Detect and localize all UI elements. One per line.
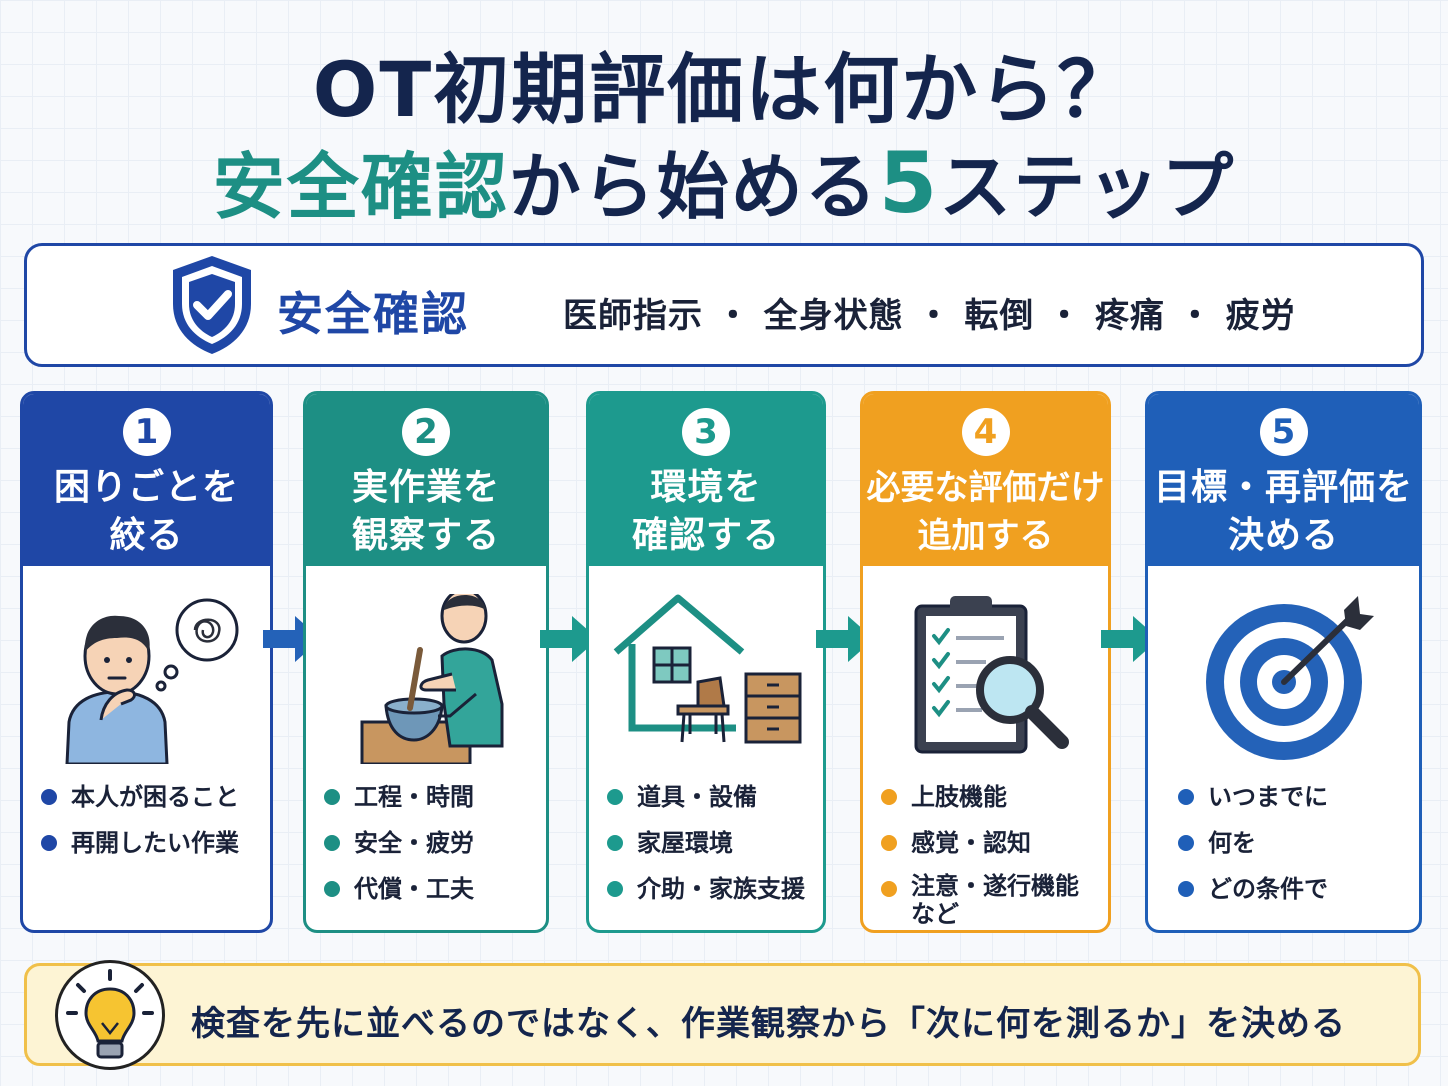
step-card-2: 2 実作業を 観察する 工程・時間 安全・疲労 代償・工夫 (303, 391, 549, 933)
step-header: 3 環境を 確認する (589, 394, 823, 566)
cooking-person-icon (306, 594, 546, 764)
page-subtitle: 安全確認から始める5ステップ (0, 128, 1448, 233)
list-item: 上肢機能 (881, 780, 1100, 814)
page-title: OT初期評価は何から？ (312, 45, 1136, 134)
safety-title: 安全確認 (277, 287, 469, 341)
subtitle-tail: ステップ (939, 145, 1236, 229)
step-number-badge: 2 (402, 408, 450, 456)
safety-check-banner: 安全確認 医師指示 ・ 全身状態 ・ 転倒 ・ 疼痛 ・ 疲労 (24, 243, 1424, 367)
key-message-banner: 検査を先に並べるのではなく、作業観察から「次に何を測るか」を決める (24, 960, 1421, 1070)
bullet-dot (1178, 789, 1194, 805)
bullet-dot (607, 881, 623, 897)
step-number-badge: 5 (1259, 408, 1308, 456)
list-item: 代償・工夫 (324, 872, 538, 906)
step-card-5: 5 目標・再評価を 決める いつまでに 何を どの条件で (1145, 391, 1422, 933)
list-item: 家屋環境 (607, 826, 815, 860)
lightbulb-icon (55, 960, 165, 1070)
list-item: 安全・疲労 (324, 826, 538, 860)
list-item: どの条件で (1178, 872, 1411, 906)
bullet-dot (881, 789, 897, 805)
bullet-dot (324, 789, 340, 805)
list-item: 注意・遂行機能 など (881, 872, 1100, 928)
thinking-person-icon (23, 594, 270, 764)
step-number-badge: 1 (122, 408, 171, 456)
bullet-dot (41, 789, 57, 805)
step-title: 目標・再評価を 決める (1153, 467, 1413, 556)
list-item: 道具・設備 (607, 780, 815, 814)
step-points: いつまでに 何を どの条件で (1178, 780, 1411, 918)
bullet-dot (41, 835, 57, 851)
bullet-dot (881, 881, 897, 897)
step-title: 必要な評価だけ 追加する (866, 468, 1105, 556)
subtitle-safety: 安全確認 (212, 145, 509, 229)
bullet-dot (324, 835, 340, 851)
clipboard-magnifier-icon (863, 594, 1108, 764)
list-item: いつまでに (1178, 780, 1411, 814)
bullet-dot (607, 789, 623, 805)
safety-items: 医師指示 ・ 全身状態 ・ 転倒 ・ 疼痛 ・ 疲労 (563, 296, 1296, 336)
bullet-dot (1178, 835, 1194, 851)
step-points: 道具・設備 家屋環境 介助・家族支援 (607, 780, 815, 918)
arrow-right-icon (540, 616, 598, 662)
list-item: 工程・時間 (324, 780, 538, 814)
step-points: 上肢機能 感覚・認知 注意・遂行機能 など (881, 780, 1100, 930)
subtitle-num: 5 (878, 134, 940, 232)
house-furniture-icon (589, 594, 823, 764)
step-card-3: 3 環境を 確認する 道具・設備 家屋環境 介助・家族支援 (586, 391, 826, 933)
step-title: 困りごとを 絞る (53, 467, 239, 556)
list-item: 介助・家族支援 (607, 872, 815, 906)
arrow-right-icon (816, 616, 874, 662)
list-item: 感覚・認知 (881, 826, 1100, 860)
bullet-dot (607, 835, 623, 851)
step-number-badge: 3 (682, 408, 730, 456)
target-arrow-icon (1148, 594, 1419, 764)
list-item: 何を (1178, 826, 1411, 860)
step-number-badge: 4 (961, 408, 1010, 456)
step-title: 実作業を 観察する (351, 467, 500, 556)
shield-check-icon (167, 252, 257, 358)
step-title: 環境を 確認する (631, 467, 780, 556)
key-message-text: 検査を先に並べるのではなく、作業観察から「次に何を測るか」を決める (191, 1004, 1346, 1044)
step-card-4: 4 必要な評価だけ 追加する 上肢機能 感覚・認知 注意・遂行機能 など (860, 391, 1111, 933)
bullet-dot (1178, 881, 1194, 897)
step-points: 本人が困ること 再開したい作業 (41, 780, 262, 872)
step-header: 2 実作業を 観察する (306, 394, 546, 566)
list-item: 再開したい作業 (41, 826, 262, 860)
step-header: 5 目標・再評価を 決める (1148, 394, 1419, 566)
bullet-dot (881, 835, 897, 851)
step-card-1: 1 困りごとを 絞る 本人が困ること 再開したい作業 (20, 391, 273, 933)
step-header: 1 困りごとを 絞る (23, 394, 270, 566)
subtitle-mid: から始める (508, 145, 879, 229)
bullet-dot (324, 881, 340, 897)
list-item: 本人が困ること (41, 780, 262, 814)
arrow-right-icon (1101, 616, 1159, 662)
step-points: 工程・時間 安全・疲労 代償・工夫 (324, 780, 538, 918)
step-header: 4 必要な評価だけ 追加する (863, 394, 1108, 566)
